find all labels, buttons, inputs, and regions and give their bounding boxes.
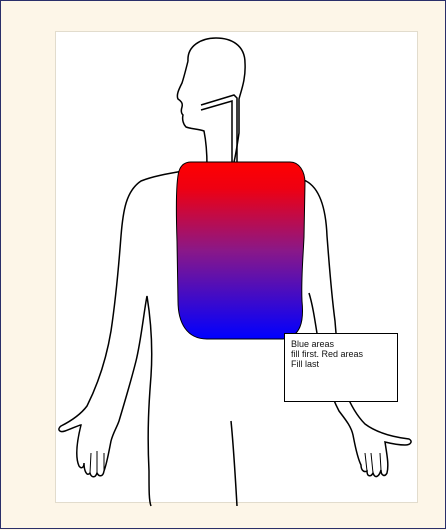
callout-line-3: Fill last <box>291 359 397 369</box>
left-hand-detail <box>90 451 104 473</box>
callout-line-1: Blue areas <box>291 339 397 349</box>
lung-gradient-region <box>176 162 305 339</box>
callout-line-2: fill first. Red areas <box>291 349 397 359</box>
callout-box: Blue areas fill first. Red areas Fill la… <box>284 333 398 402</box>
